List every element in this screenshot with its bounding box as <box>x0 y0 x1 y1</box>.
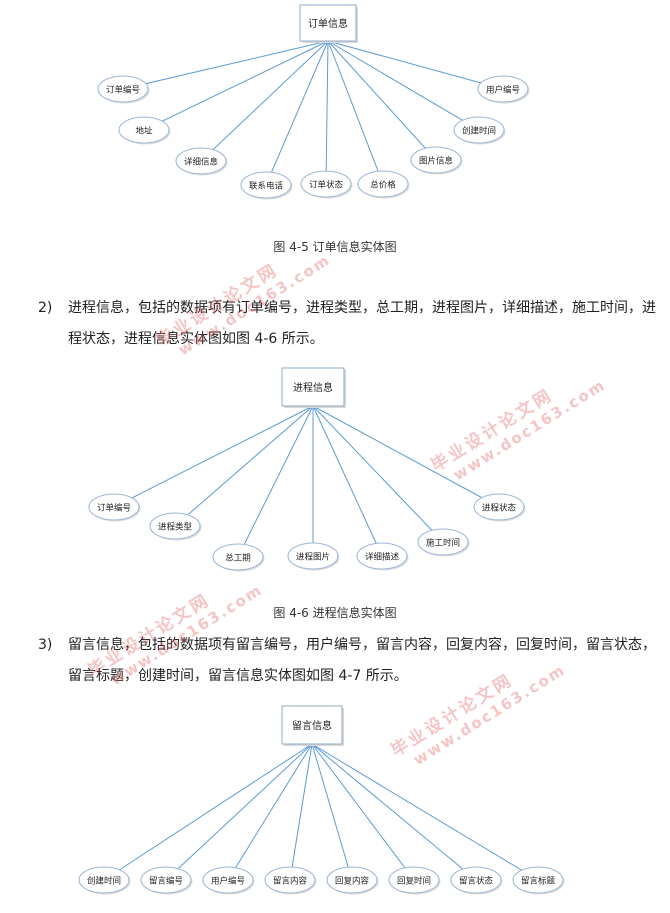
attribute-label: 图片信息 <box>419 156 454 167</box>
entity-name: 留言信息 <box>292 719 332 732</box>
paragraph-number: 3) <box>38 637 53 653</box>
attribute-label: 联系电话 <box>249 181 284 192</box>
attribute-ellipse: 用户编号 <box>202 866 255 895</box>
connector-line <box>325 40 329 185</box>
attribute-label: 订单编号 <box>97 503 131 514</box>
attribute-label: 创建时间 <box>462 126 496 137</box>
attribute-label: 进程图片 <box>296 552 330 563</box>
attribute-label: 总价格 <box>370 180 396 191</box>
figure-caption-4-6: 图 4-6 进程信息实体图 <box>273 606 397 620</box>
attribute-ellipse: 创建时间 <box>78 866 131 895</box>
connector-line <box>143 40 329 131</box>
attribute-ellipse: 进程类型 <box>149 512 202 541</box>
connector-line <box>312 405 500 508</box>
attribute-ellipse: 留言状态 <box>450 866 503 895</box>
attribute-label: 订单编号 <box>106 85 140 96</box>
connector-line <box>312 405 444 543</box>
connector-line <box>165 743 313 881</box>
attribute-label: 留言状态 <box>459 876 494 887</box>
attribute-ellipse: 进程图片 <box>287 542 340 571</box>
attribute-ellipse: 总工期 <box>212 543 265 572</box>
figure-caption-4-5: 图 4-5 订单信息实体图 <box>273 240 397 254</box>
attribute-label: 留言内容 <box>273 876 308 887</box>
attribute-ellipse: 订单状态 <box>300 170 353 199</box>
attribute-label: 留言编号 <box>149 876 183 887</box>
attribute-ellipse: 留言内容 <box>264 866 317 895</box>
attribute-ellipse: 留言标题 <box>512 866 565 895</box>
attribute-label: 留言标题 <box>521 876 556 887</box>
connector-line <box>312 405 383 557</box>
connector-line <box>113 405 314 508</box>
attribute-label: 详细信息 <box>184 157 219 168</box>
entity-name: 进程信息 <box>293 381 333 394</box>
connector-line <box>200 40 329 162</box>
connector-line <box>103 743 313 881</box>
connector-line <box>327 40 384 185</box>
attribute-ellipse: 联系电话 <box>240 171 293 200</box>
paragraph-text: 留言信息，包括的数据项有留言编号，用户编号，留言内容，回复内容，回复时间，留言状… <box>68 637 656 684</box>
connector-line <box>174 405 314 527</box>
connector-line <box>311 743 539 881</box>
connector-line <box>311 743 477 881</box>
paragraph-progress-info: 2) 进程信息，包括的数据项有订单编号，进程类型，总工期，进程图片，详细描述，施… <box>38 293 658 355</box>
connector-line <box>311 743 353 881</box>
attribute-label: 总工期 <box>225 553 251 564</box>
attribute-ellipse: 留言编号 <box>140 866 193 895</box>
entity-box: 订单信息 <box>299 4 358 43</box>
connector-line <box>265 40 329 186</box>
attribute-ellipse: 订单编号 <box>97 75 150 104</box>
attribute-ellipse: 用户编号 <box>477 75 530 104</box>
attribute-ellipse: 回复内容 <box>326 866 379 895</box>
attribute-label: 进程类型 <box>158 522 193 533</box>
attribute-label: 订单状态 <box>309 180 344 191</box>
entity-name: 订单信息 <box>308 17 348 30</box>
connector-line <box>327 40 437 161</box>
connector-line <box>327 40 480 131</box>
attribute-ellipse: 回复时间 <box>388 866 441 895</box>
attribute-label: 施工时间 <box>426 538 460 549</box>
entity-box: 进程信息 <box>281 367 346 408</box>
connector-line <box>227 743 313 881</box>
attribute-label: 用户编号 <box>211 876 245 887</box>
attribute-label: 用户编号 <box>486 85 520 96</box>
attribute-ellipse: 详细信息 <box>175 147 228 176</box>
attribute-ellipse: 总价格 <box>357 170 410 199</box>
connector-line <box>122 40 329 90</box>
attribute-ellipse: 进程状态 <box>473 493 526 522</box>
attribute-ellipse: 地址 <box>118 116 171 145</box>
connector-line <box>327 40 504 90</box>
attribute-ellipse: 订单编号 <box>88 493 141 522</box>
paragraph-message-info: 3) 留言信息，包括的数据项有留言编号，用户编号，留言内容，回复内容，回复时间，… <box>38 630 658 692</box>
attribute-ellipse: 创建时间 <box>453 116 506 145</box>
connector-line <box>289 743 313 881</box>
attribute-label: 回复时间 <box>397 876 431 887</box>
entity-box: 留言信息 <box>281 705 344 746</box>
attribute-label: 地址 <box>135 126 153 137</box>
attribute-label: 进程状态 <box>482 503 517 514</box>
attribute-label: 详细描述 <box>365 552 400 563</box>
attribute-label: 回复内容 <box>335 876 370 887</box>
attribute-ellipse: 施工时间 <box>417 528 470 557</box>
connector-line <box>237 405 314 558</box>
attribute-label: 创建时间 <box>87 876 121 887</box>
paragraph-text: 进程信息，包括的数据项有订单编号，进程类型，总工期，进程图片，详细描述，施工时间… <box>68 300 656 347</box>
paragraph-number: 2) <box>38 300 53 316</box>
connector-line <box>311 743 415 881</box>
attribute-ellipse: 详细描述 <box>356 542 409 571</box>
attribute-ellipse: 图片信息 <box>410 146 463 175</box>
